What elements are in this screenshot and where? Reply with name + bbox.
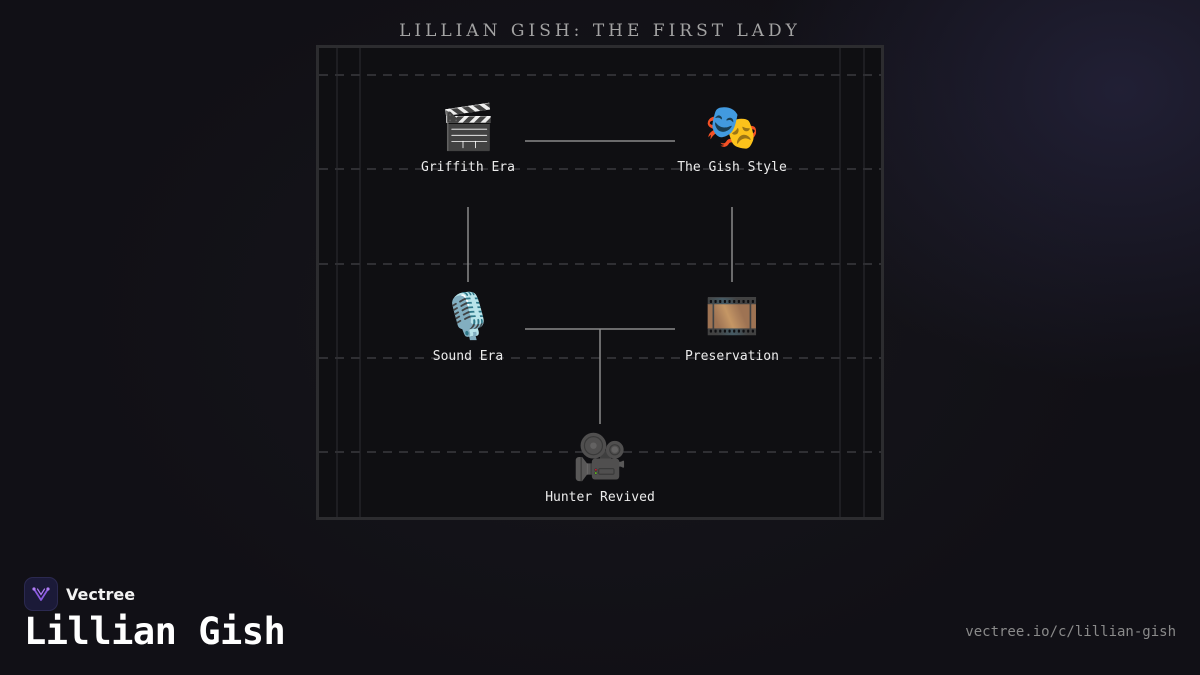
vectree-logo-icon: [24, 577, 58, 611]
diagram-title: LILLIAN GISH: THE FIRST LADY: [399, 21, 801, 41]
theater-masks-icon: 🎭: [704, 102, 760, 153]
diagram-frame: 🎬 Griffith Era 🎭 The Gish Style 🎙️ Sound…: [316, 45, 884, 520]
diagram-grid: [319, 48, 881, 517]
node-preservation[interactable]: 🎞️ Preservation: [642, 291, 822, 364]
page-title: Lillian Gish: [24, 610, 286, 653]
page-url-link[interactable]: vectree.io/c/lillian-gish: [965, 624, 1176, 640]
node-label: Griffith Era: [421, 160, 515, 175]
node-hunter-revived[interactable]: 🎥 Hunter Revived: [510, 432, 690, 505]
node-label: Sound Era: [432, 349, 504, 364]
movie-camera-icon: 🎥: [572, 432, 628, 483]
node-label: The Gish Style: [677, 160, 787, 175]
clapperboard-icon: 🎬: [440, 102, 496, 153]
node-gish-style[interactable]: 🎭 The Gish Style: [642, 102, 822, 175]
node-griffith-era[interactable]: 🎬 Griffith Era: [378, 102, 558, 175]
brand-name: Vectree: [66, 584, 136, 604]
microphone-icon: 🎙️: [440, 291, 496, 342]
brand[interactable]: Vectree: [24, 577, 135, 611]
film-frames-icon: 🎞️: [704, 291, 760, 342]
node-sound-era[interactable]: 🎙️ Sound Era: [378, 291, 558, 364]
node-label: Preservation: [685, 349, 779, 364]
node-label: Hunter Revived: [545, 490, 655, 505]
